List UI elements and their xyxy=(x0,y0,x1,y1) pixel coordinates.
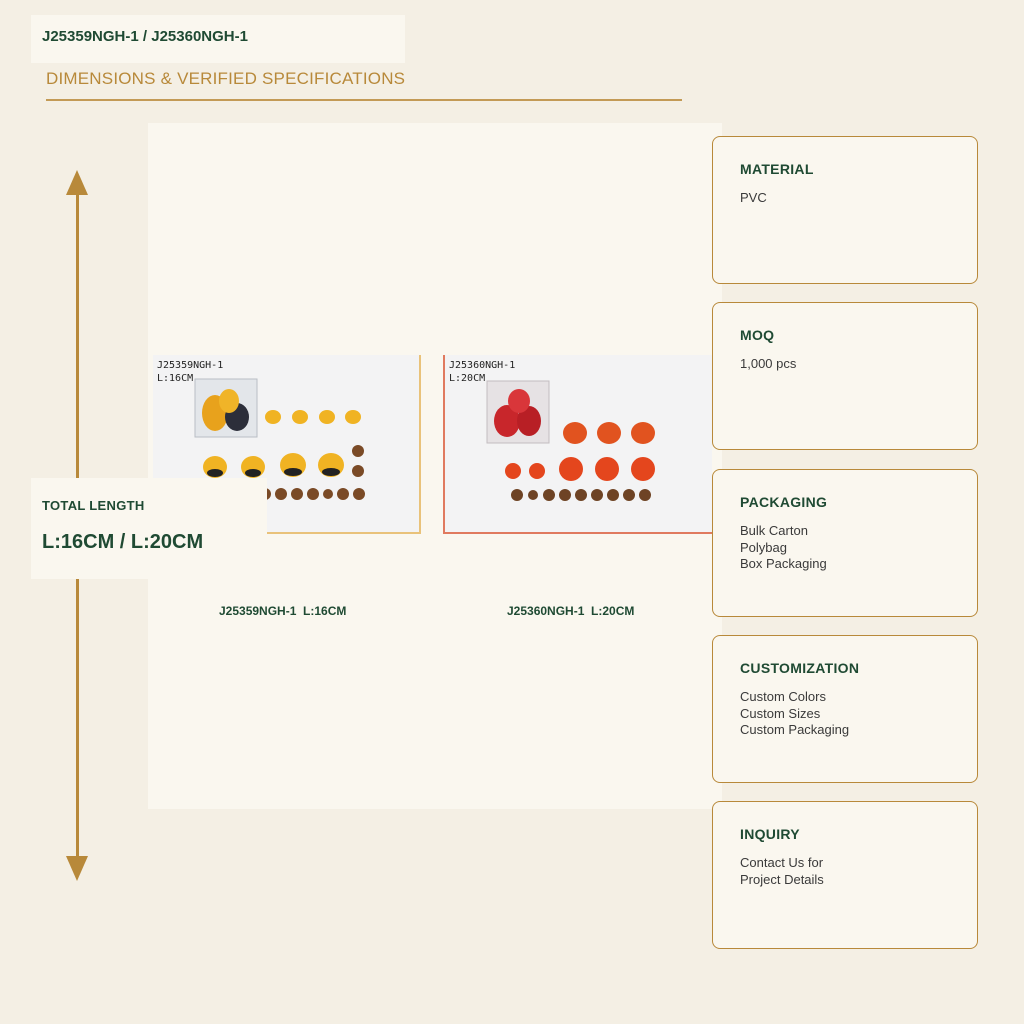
section-subtitle: DIMENSIONS & VERIFIED SPECIFICATIONS xyxy=(46,69,406,88)
spec-title: MATERIAL xyxy=(740,161,814,177)
spec-lines: Bulk Carton Polybag Box Packaging xyxy=(740,523,827,573)
spec-card-inquiry: INQUIRY Contact Us for Project Details xyxy=(712,801,978,949)
spec-line: 1,000 pcs xyxy=(740,356,797,371)
title-box: J25359NGH-1 / J25360NGH-1 xyxy=(31,15,405,63)
spec-line: Custom Colors xyxy=(740,689,826,704)
spec-title: PACKAGING xyxy=(740,494,828,510)
total-length-box: TOTAL LENGTH L:16CM / L:20CM xyxy=(31,478,267,579)
spec-title: INQUIRY xyxy=(740,826,800,842)
subtitle-divider xyxy=(46,99,682,101)
spec-lines: Contact Us for Project Details xyxy=(740,855,824,888)
total-length-value: L:16CM / L:20CM xyxy=(42,531,204,553)
spec-line: Box Packaging xyxy=(740,556,827,571)
product-caption-1: J25359NGH-1 L:16CM xyxy=(219,604,347,618)
spec-lines: PVC xyxy=(740,190,767,207)
spec-lines: 1,000 pcs xyxy=(740,356,796,373)
spec-lines: Custom Colors Custom Sizes Custom Packag… xyxy=(740,689,849,739)
arrow-up-icon xyxy=(66,170,88,195)
photo-label-1: J25359NGH-1 L:16CM xyxy=(157,360,224,384)
gourd-set-orange-image xyxy=(445,355,712,532)
spec-line: Bulk Carton xyxy=(740,523,808,538)
page-title: J25359NGH-1 / J25360NGH-1 xyxy=(42,28,248,45)
total-length-label: TOTAL LENGTH xyxy=(42,498,145,513)
spec-title: CUSTOMIZATION xyxy=(740,660,860,676)
spec-title: MOQ xyxy=(740,327,775,343)
product-caption-2: J25360NGH-1 L:20CM xyxy=(507,604,635,618)
spec-line: PVC xyxy=(740,190,767,205)
photo-label-2: J25360NGH-1 L:20CM xyxy=(449,360,516,384)
spec-line: Project Details xyxy=(740,871,824,887)
spec-card-packaging: PACKAGING Bulk Carton Polybag Box Packag… xyxy=(712,469,978,617)
spec-line: Custom Packaging xyxy=(740,722,850,737)
product-photo-1: J25359NGH-1 L:16CM xyxy=(153,355,421,534)
gourd-set-yellow-image xyxy=(153,355,419,532)
spec-card-customization: CUSTOMIZATION Custom Colors Custom Sizes… xyxy=(712,635,978,783)
spec-card-material: MATERIAL PVC xyxy=(712,136,978,284)
spec-card-moq: MOQ 1,000 pcs xyxy=(712,302,978,450)
product-photo-2: J25360NGH-1 L:20CM xyxy=(443,355,712,534)
spec-line: Contact Us for xyxy=(740,855,824,870)
spec-line: Polybag xyxy=(740,539,787,555)
arrow-down-icon xyxy=(66,856,88,881)
spec-line: Custom Sizes xyxy=(740,705,821,721)
